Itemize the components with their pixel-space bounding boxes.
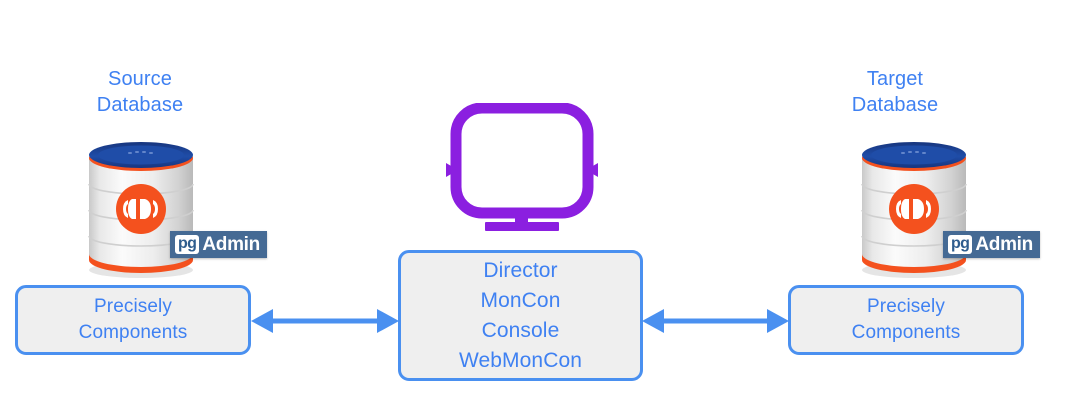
target-database-icon xyxy=(853,136,1003,281)
edb-database-cylinder-icon xyxy=(88,142,194,278)
precisely-components-box-target[interactable]: Precisely Components xyxy=(788,285,1024,355)
director-moncon-console-webmoncon-box[interactable]: Director MonCon Console WebMonCon xyxy=(398,250,643,381)
connector-arrow-left xyxy=(251,304,399,338)
monitor-screen-icon xyxy=(443,103,601,233)
pgadmin-badge-target: pg Admin xyxy=(943,231,1040,258)
pgadmin-admin-text: Admin xyxy=(975,234,1033,255)
precisely-components-box-source[interactable]: Precisely Components xyxy=(15,285,251,355)
source-database-label: Source Database xyxy=(96,68,184,116)
edb-database-cylinder-icon xyxy=(861,142,967,278)
source-database-icon xyxy=(80,136,230,281)
pgadmin-pg-chip: pg xyxy=(948,235,973,254)
edb-logo-mark xyxy=(896,199,931,219)
target-database-label: Target Database xyxy=(851,68,939,116)
pgadmin-badge-source: pg Admin xyxy=(170,231,267,258)
pgadmin-admin-text: Admin xyxy=(202,234,260,255)
edb-logo-mark xyxy=(123,199,158,219)
connector-arrow-right xyxy=(642,304,789,338)
pgadmin-pg-chip: pg xyxy=(175,235,200,254)
